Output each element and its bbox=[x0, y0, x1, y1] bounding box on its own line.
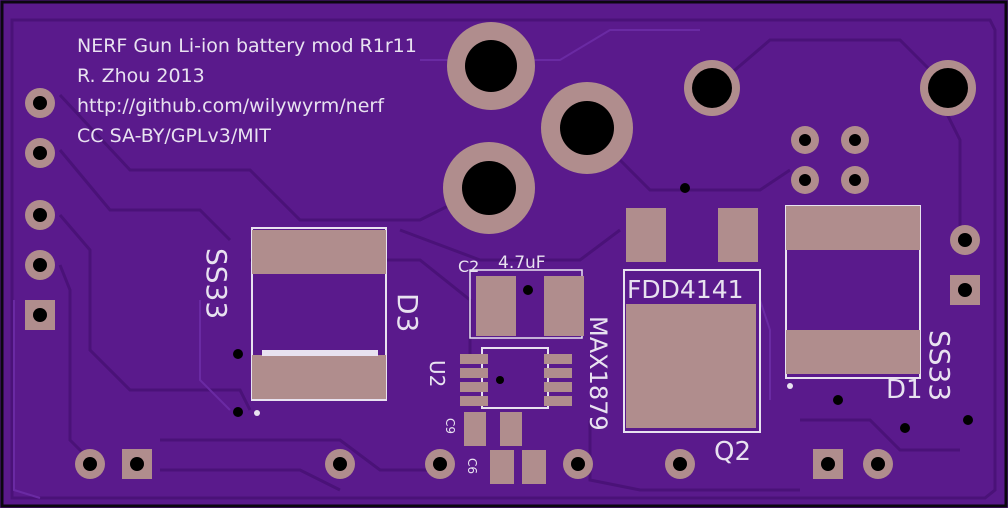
d1-pad-top bbox=[786, 206, 920, 250]
q2-drain-pad bbox=[626, 304, 756, 428]
capacitor-c9 bbox=[464, 412, 522, 446]
info-line-1: NERF Gun Li-ion battery mod R1r11 bbox=[77, 35, 417, 57]
q2-outline bbox=[623, 269, 761, 433]
label-max1879: MAX1879 bbox=[584, 316, 612, 431]
d3-outline bbox=[251, 227, 387, 401]
label-d3: D3 bbox=[391, 293, 424, 332]
left-header bbox=[25, 88, 55, 330]
diode-d3 bbox=[251, 227, 387, 416]
switch-pins bbox=[791, 126, 869, 194]
d3-cathode-band bbox=[262, 350, 378, 356]
vias bbox=[233, 183, 973, 433]
q2-tab-right bbox=[718, 208, 758, 262]
battery-hole-middle bbox=[560, 101, 614, 155]
d3-pad-top bbox=[252, 230, 386, 274]
mounting-holes bbox=[443, 22, 976, 234]
capacitor-c2 bbox=[469, 269, 584, 339]
label-d1: D1 bbox=[886, 375, 923, 405]
d1-pad-bottom bbox=[786, 330, 920, 374]
battery-hole-bottom bbox=[462, 161, 516, 215]
diode-d1 bbox=[785, 205, 921, 389]
label-ss33-right: SS33 bbox=[923, 330, 956, 401]
info-line-4: CC SA-BY/GPLv3/MIT bbox=[77, 125, 271, 147]
battery-hole-top bbox=[465, 40, 517, 92]
bottom-header bbox=[75, 449, 893, 479]
label-fdd4141: FDD4141 bbox=[627, 275, 744, 304]
d3-pad-bottom bbox=[252, 355, 386, 399]
label-ss33-left: SS33 bbox=[200, 248, 233, 319]
label-c6: C6 bbox=[465, 458, 479, 474]
label-c2: C2 bbox=[458, 257, 479, 276]
right-header bbox=[950, 225, 980, 305]
mosfet-q2 bbox=[623, 208, 761, 433]
label-q2: Q2 bbox=[714, 437, 751, 467]
label-u2: U2 bbox=[425, 360, 449, 387]
capacitor-c6 bbox=[490, 450, 546, 484]
c2-pad-left bbox=[476, 276, 516, 336]
c2-pad-right bbox=[544, 276, 584, 336]
q2-tab-left bbox=[626, 208, 666, 262]
mount-hole-right2 bbox=[928, 68, 968, 108]
label-c9: C9 bbox=[443, 418, 457, 434]
label-c2-value: 4.7uF bbox=[498, 253, 546, 273]
mount-hole-right1 bbox=[692, 68, 732, 108]
ic-u2 bbox=[460, 347, 572, 409]
info-line-3: http://github.com/wilywyrm/nerf bbox=[77, 95, 385, 117]
info-line-2: R. Zhou 2013 bbox=[77, 65, 205, 87]
